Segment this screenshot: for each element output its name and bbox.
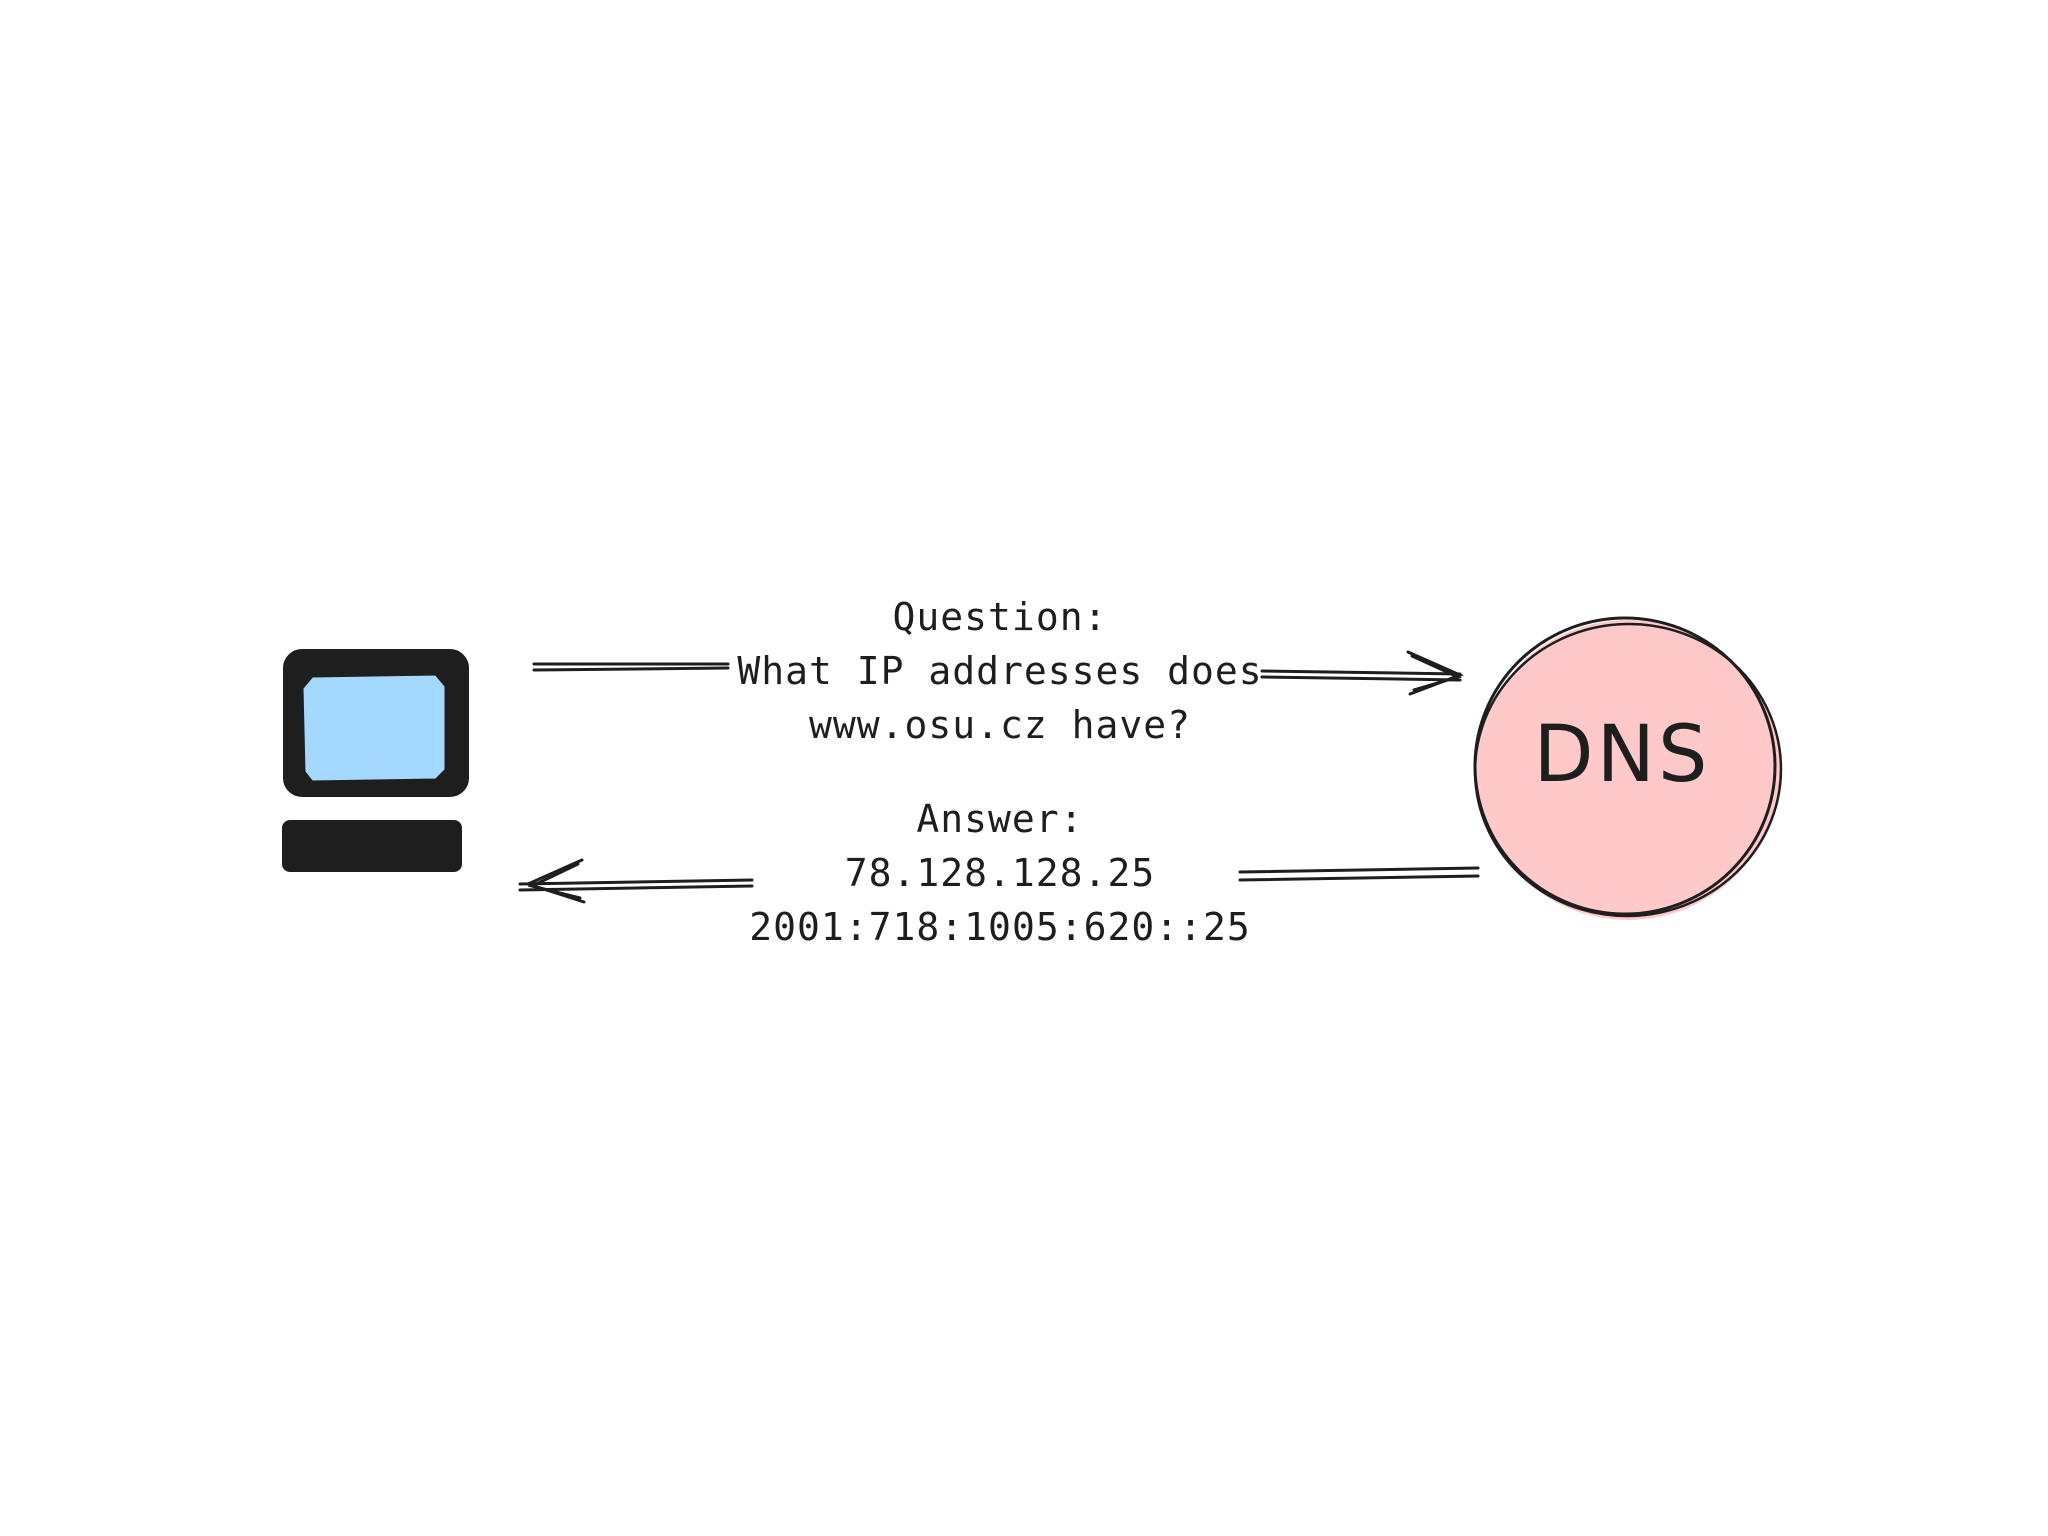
question-text: Question: What IP addresses does www.osu…: [700, 590, 1300, 752]
answer-text: Answer: 78.128.128.25 2001:718:1005:620:…: [700, 792, 1300, 954]
dns-server-node: [1473, 616, 1783, 920]
keyboard-base: [282, 820, 462, 872]
question-arrow: [532, 650, 1464, 696]
question-line-1: Question:: [892, 595, 1108, 639]
answer-line-2: 78.128.128.25: [844, 851, 1156, 895]
question-line-2: What IP addresses does: [737, 649, 1263, 693]
question-line-3: www.osu.cz have?: [808, 703, 1192, 747]
answer-line-3: 2001:718:1005:620::25: [749, 905, 1251, 949]
computer-icon: [282, 649, 469, 872]
dns-label: DNS: [1533, 710, 1711, 800]
answer-line-1: Answer:: [916, 797, 1084, 841]
monitor-screen: [300, 672, 448, 784]
answer-arrow: [518, 858, 1480, 904]
